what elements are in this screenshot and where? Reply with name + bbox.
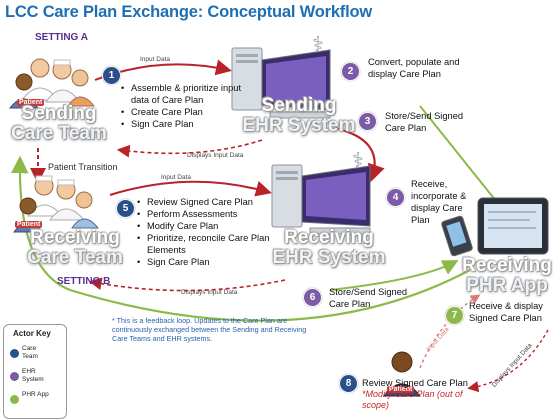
step-5-item: Modify Care Plan <box>137 220 277 232</box>
arrow-store-send-6 <box>329 260 459 291</box>
step-2-badge: 2 <box>341 62 360 81</box>
actor-receiving-phr-line1: Receiving <box>462 255 552 276</box>
step-4-badge: 4 <box>386 188 405 207</box>
step-1-badge: 1 <box>102 66 121 85</box>
step-1-item: Assemble & prioritize input data of Care… <box>121 82 251 106</box>
key-care-team-dot <box>10 349 19 358</box>
actor-key: Actor Key Care Team EHR System PHR App <box>3 324 67 419</box>
key-care-team-label: Care Team <box>22 345 38 360</box>
key-phr-label: PHR App <box>22 391 49 398</box>
step-3-badge: 3 <box>358 112 377 131</box>
label-displays-input-1: Displays Input Data <box>187 152 244 159</box>
actor-receiving-care-team: Receiving Care Team <box>10 228 140 268</box>
step-5-list: Review Signed Care Plan Perform Assessme… <box>137 196 277 268</box>
actor-sending-care-team-line2: Care Team <box>11 123 107 144</box>
step-8-text: Review Signed Care Plan <box>362 378 468 388</box>
label-input-data-5: Input Data <box>161 174 191 181</box>
setting-b-label: SETTING B <box>57 276 111 287</box>
arrow-displays-input-5 <box>88 277 286 292</box>
actor-key-title: Actor Key <box>13 329 51 338</box>
arrow-displays-input-1 <box>116 139 263 158</box>
step-5-badge: 5 <box>116 199 135 218</box>
key-ehr-dot <box>10 372 19 381</box>
step-5-item: Perform Assessments <box>137 208 277 220</box>
step-2-text: Convert, populate and display Care Plan <box>368 57 460 79</box>
patient-tag-bottom: Patient <box>387 386 415 393</box>
step-5-item: Sign Care Plan <box>137 256 277 268</box>
key-phr-dot <box>10 395 19 404</box>
step-6-text: Store/Send Signed Care Plan <box>329 287 408 309</box>
step-1-list: Assemble & prioritize input data of Care… <box>121 82 251 130</box>
actor-receiving-phr-line2: PHR App <box>466 275 548 296</box>
diagram-title: LCC Care Plan Exchange: Conceptual Workf… <box>5 3 372 21</box>
actor-sending-care-team-line1: Sending <box>21 103 97 124</box>
svg-text:⚕: ⚕ <box>352 149 364 174</box>
svg-text:⚕: ⚕ <box>312 33 324 58</box>
actor-sending-ehr: Sending EHR System <box>238 96 360 136</box>
step-4-text: Receive, incorporate & display Care Plan <box>411 179 467 225</box>
feedback-loop-note: * This is a feedback loop. Updates to th… <box>112 316 307 343</box>
step-6-badge: 6 <box>303 288 322 307</box>
label-patient-transition: Patient Transition <box>48 162 118 172</box>
patient-tag-receiving: Patient <box>15 221 43 228</box>
step-3-text: Store/Send Signed Care Plan <box>385 111 464 133</box>
actor-receiving-phr: Receiving PHR App <box>462 256 552 296</box>
step-5-item: Prioritize, reconcile Care Plan Elements <box>137 232 277 256</box>
actor-receiving-care-team-line1: Receiving <box>30 227 120 248</box>
step-5-item: Review Signed Care Plan <box>137 196 277 208</box>
actor-receiving-ehr-line1: Receiving <box>284 227 374 248</box>
arrow-feedback-loop <box>10 155 471 322</box>
key-ehr-label: EHR System <box>22 368 44 383</box>
step-7-text: Receive & display Signed Care Plan <box>469 301 543 323</box>
actor-receiving-ehr: Receiving EHR System <box>264 228 394 268</box>
step-1-item: Create Care Plan <box>121 106 251 118</box>
label-input-data-1: Input Data <box>140 56 170 63</box>
receiving-ehr-computer-illustration: ⚕ <box>271 149 371 235</box>
step-8-badge: 8 <box>339 374 358 393</box>
arrow-store-send-3 <box>334 126 385 183</box>
actor-sending-care-team: Sending Care Team <box>4 104 114 144</box>
setting-a-label: SETTING A <box>35 32 88 43</box>
actor-sending-ehr-line2: EHR System <box>242 115 356 136</box>
actor-receiving-ehr-line2: EHR System <box>272 247 386 268</box>
step-1-item: Sign Care Plan <box>121 118 251 130</box>
arrow-input-data-8 <box>419 294 481 369</box>
actor-receiving-care-team-line2: Care Team <box>27 247 123 268</box>
patient-tag-sending: Patient <box>17 99 45 106</box>
phr-tablet-illustration <box>441 197 549 257</box>
arrow-input-data-5 <box>109 180 272 197</box>
receiving-care-team-illustration <box>12 175 100 233</box>
arrow-displays-input-8 <box>467 329 549 393</box>
step-8-note: *Modify Care Plan (out of scope) <box>362 389 463 410</box>
label-displays-input-5: Displays Input Data <box>181 289 238 296</box>
actor-sending-ehr-line1: Sending <box>261 95 337 116</box>
step-7-badge: 7 <box>445 306 464 325</box>
